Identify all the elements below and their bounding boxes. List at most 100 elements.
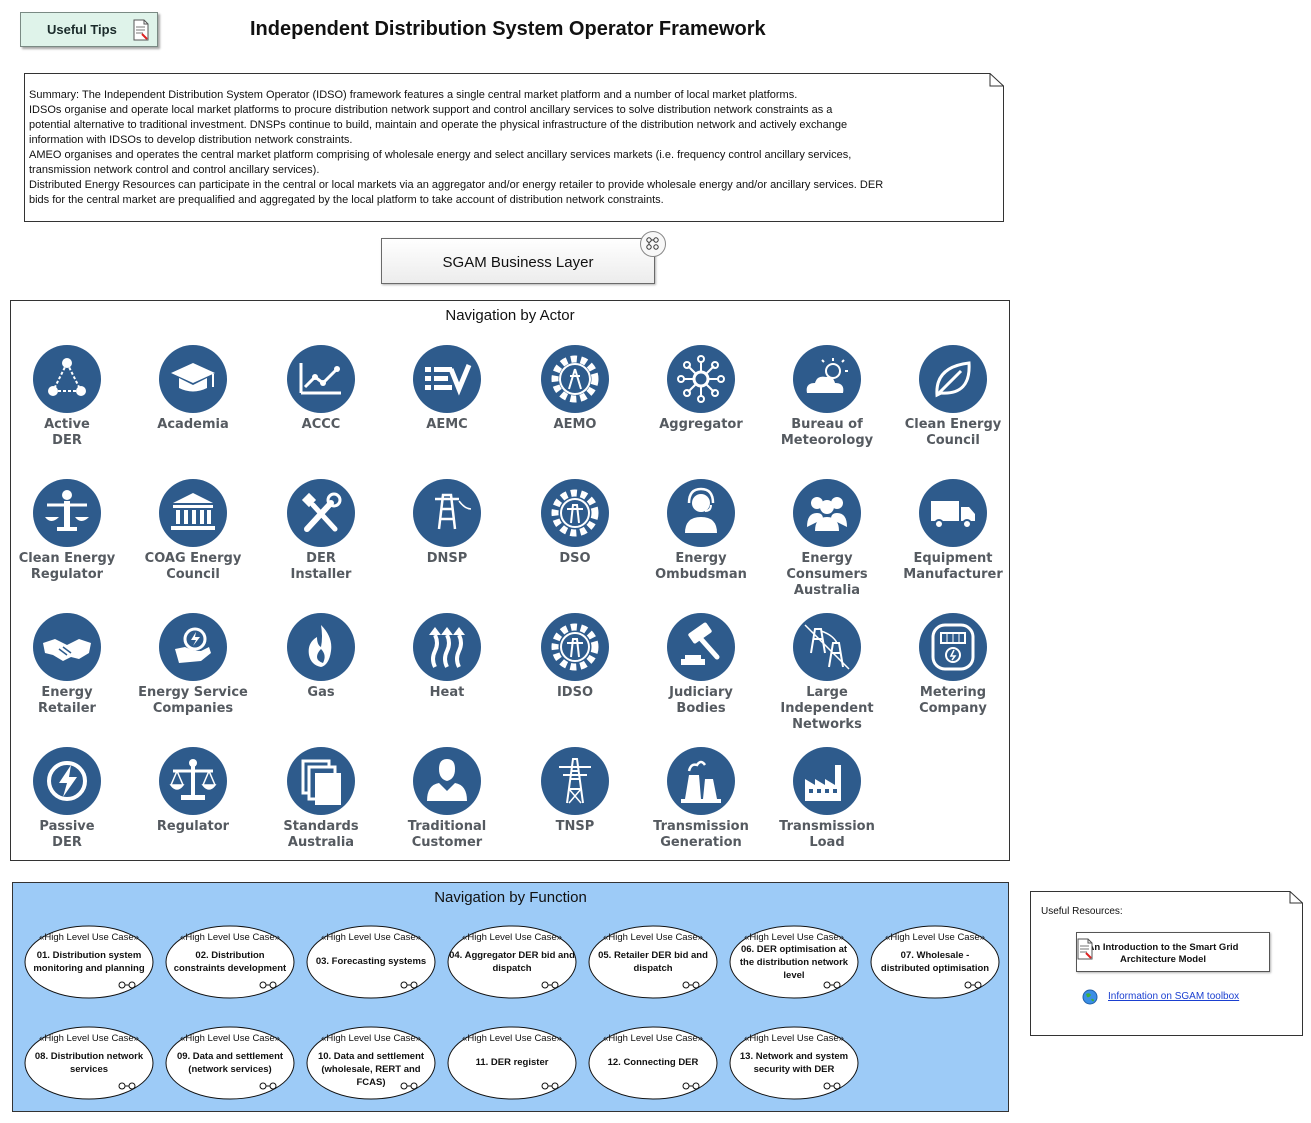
use-case-title-line: 09. Data and settlement xyxy=(176,1051,284,1062)
use-case-title-line: 06. DER optimisation at xyxy=(740,944,848,955)
actor-label-line: Companies xyxy=(152,701,234,716)
use-case-title-line: 03. Forecasting systems xyxy=(315,956,427,967)
actor-label-line: Networks xyxy=(792,717,862,732)
use-case-stereotype: «High Level Use Case» xyxy=(321,1033,421,1044)
use-case-06[interactable]: «High Level Use Case»06. DER optimisatio… xyxy=(729,925,859,999)
actor-aemo[interactable]: AEMO xyxy=(515,345,635,455)
use-case-title-line: 04. Aggregator DER bid and xyxy=(449,950,575,961)
toolbox-link-label: Information on SGAM toolbox xyxy=(1108,991,1240,1002)
actor-label-line: TNSP xyxy=(555,819,595,834)
use-case-title-line: (network services) xyxy=(188,1064,272,1075)
actor-aggregator[interactable]: Aggregator xyxy=(641,345,761,455)
actor-accc[interactable]: ACCC xyxy=(261,345,381,455)
actor-label-line: Passive xyxy=(39,819,95,834)
actor-label-line: Installer xyxy=(290,567,352,582)
use-case-title-line: 02. Distribution xyxy=(195,950,265,961)
actor-tnsp[interactable]: TNSP xyxy=(515,747,635,857)
actor-label-line: Clean Energy xyxy=(904,417,1002,432)
actor-label-line: Regulator xyxy=(156,819,230,834)
use-case-13[interactable]: «High Level Use Case»13. Network and sys… xyxy=(729,1026,859,1100)
actor-gas[interactable]: Gas xyxy=(261,613,381,723)
headset-person-icon xyxy=(667,479,735,547)
actor-aemc[interactable]: AEMC xyxy=(387,345,507,455)
actor-academia[interactable]: Academia xyxy=(133,345,253,455)
actor-heat[interactable]: Heat xyxy=(387,613,507,723)
actor-label-line: IDSO xyxy=(556,685,594,700)
actor-regulator[interactable]: Regulator xyxy=(133,747,253,857)
flame-icon xyxy=(287,613,355,681)
use-case-08[interactable]: «High Level Use Case»08. Distribution ne… xyxy=(24,1026,154,1100)
person-icon xyxy=(413,747,481,815)
globe-icon xyxy=(1082,989,1098,1005)
link-icon xyxy=(541,1082,559,1090)
useful-tips-button[interactable]: Useful Tips xyxy=(20,12,158,47)
use-case-title-line: 07. Wholesale - xyxy=(900,950,970,961)
actor-label-line: Manufacturer xyxy=(903,567,1003,582)
link-icon xyxy=(964,981,982,989)
actor-label-line: Transmission xyxy=(779,819,875,834)
use-case-title-line: distributed optimisation xyxy=(880,963,990,974)
list-check-icon xyxy=(413,345,481,413)
summary-line: AMEO organises and operates the central … xyxy=(29,149,852,161)
handshake-icon xyxy=(33,613,101,681)
scales-icon xyxy=(159,747,227,815)
sgam-introduction-document[interactable]: An Introduction to the Smart Grid Archit… xyxy=(1076,932,1270,972)
bolt-circle-icon xyxy=(33,747,101,815)
actor-label-line: Standards xyxy=(283,819,359,834)
sgam-business-layer-link[interactable]: SGAM Business Layer xyxy=(381,231,666,284)
use-case-09[interactable]: «High Level Use Case»09. Data and settle… xyxy=(165,1026,295,1100)
use-case-05[interactable]: «High Level Use Case»05. Retailer DER bi… xyxy=(588,925,718,999)
link-icon xyxy=(400,981,418,989)
use-case-12[interactable]: «High Level Use Case»12. Connecting DER xyxy=(588,1026,718,1100)
use-case-10[interactable]: «High Level Use Case»10. Data and settle… xyxy=(306,1026,436,1100)
use-case-11[interactable]: «High Level Use Case»11. DER register xyxy=(447,1026,577,1100)
useful-tips-label: Useful Tips xyxy=(47,22,117,37)
actor-dso[interactable]: DSO xyxy=(515,479,635,589)
factory-icon xyxy=(793,747,861,815)
use-case-01[interactable]: «High Level Use Case»01. Distribution sy… xyxy=(24,925,154,999)
actor-label-line: Australia xyxy=(287,835,355,850)
use-case-03[interactable]: «High Level Use Case»03. Forecasting sys… xyxy=(306,925,436,999)
summary-line: potential alternative to traditional inv… xyxy=(29,119,848,131)
link-icon xyxy=(118,981,136,989)
use-case-title-line: 11. DER register xyxy=(475,1057,549,1068)
tools-icon xyxy=(287,479,355,547)
use-case-stereotype: «High Level Use Case» xyxy=(39,932,139,943)
actor-label-line: Transmission xyxy=(653,819,749,834)
documents-icon xyxy=(287,747,355,815)
use-case-07[interactable]: «High Level Use Case»07. Wholesale -dist… xyxy=(870,925,1000,999)
link-icon xyxy=(259,1082,277,1090)
scales-person-icon xyxy=(33,479,101,547)
actor-idso[interactable]: IDSO xyxy=(515,613,635,723)
summary-note: Summary: The Independent Distribution Sy… xyxy=(24,73,1004,222)
actor-label-line: Meteorology xyxy=(780,433,874,448)
use-case-ellipse xyxy=(870,925,1000,999)
actor-dnsp[interactable]: DNSP xyxy=(387,479,507,589)
power-plant-icon xyxy=(667,747,735,815)
actor-label-line: DER xyxy=(52,835,82,850)
use-case-ellipse xyxy=(24,925,154,999)
truck-icon xyxy=(919,479,987,547)
use-case-ellipse xyxy=(447,925,577,999)
use-case-04[interactable]: «High Level Use Case»04. Aggregator DER … xyxy=(447,925,577,999)
